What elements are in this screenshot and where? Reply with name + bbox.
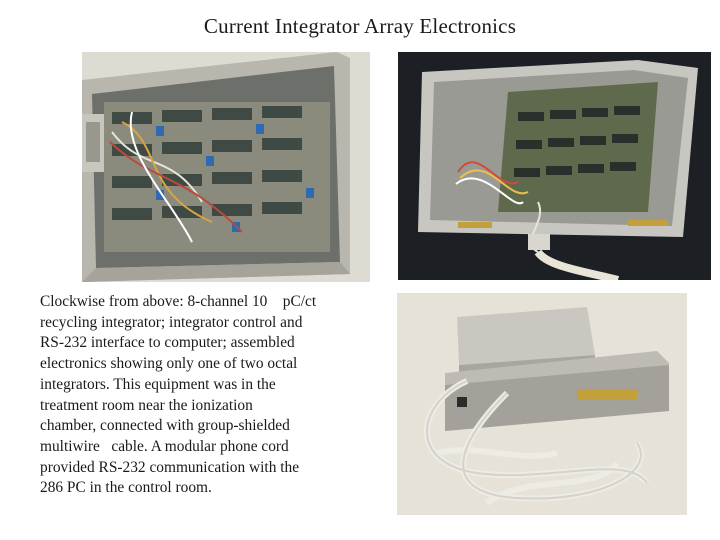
control-interface-photo [398,52,711,280]
caption-line: provided RS-232 communication with the [40,458,300,476]
integrator-board-photo [82,52,370,282]
caption-line: electronics showing only one of two octa… [40,355,298,373]
caption-line: multiwire cable. A modular phone cord [40,437,289,455]
caption-line: Clockwise from above: 8-channel 10 pC/ct [40,293,317,310]
caption-text: Clockwise from above: 8-channel 10 pC/ct… [40,292,390,499]
caption-line: RS-232 interface to computer; assembled [40,334,295,352]
caption-line: chamber, connected with group-shielded [40,417,290,435]
caption-line: recycling integrator; integrator control… [40,313,303,331]
slide-title: Current Integrator Array Electronics [203,14,517,38]
assembled-electronics-photo [397,293,687,515]
caption-line: integrators. This equipment was in the [40,375,276,393]
caption-line: treatment room near the ionization [40,396,253,414]
caption-line: 286 PC in the control room. [40,479,212,497]
